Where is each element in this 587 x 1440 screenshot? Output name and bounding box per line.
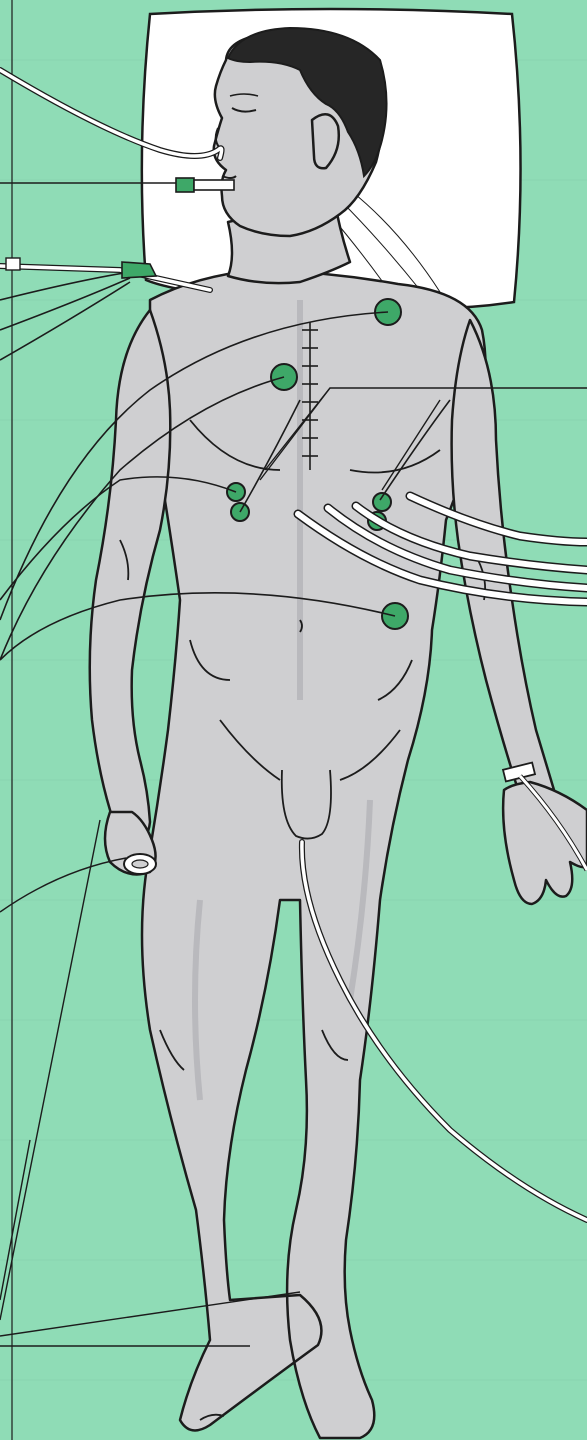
leader-line [0,820,100,1320]
leader-line [0,858,126,912]
torso [142,270,486,1438]
pulse-oximeter-icon [124,854,156,874]
leader-line [0,1140,30,1300]
lead-wire [0,282,130,360]
left-arm [90,310,171,846]
right-hand [503,782,587,904]
